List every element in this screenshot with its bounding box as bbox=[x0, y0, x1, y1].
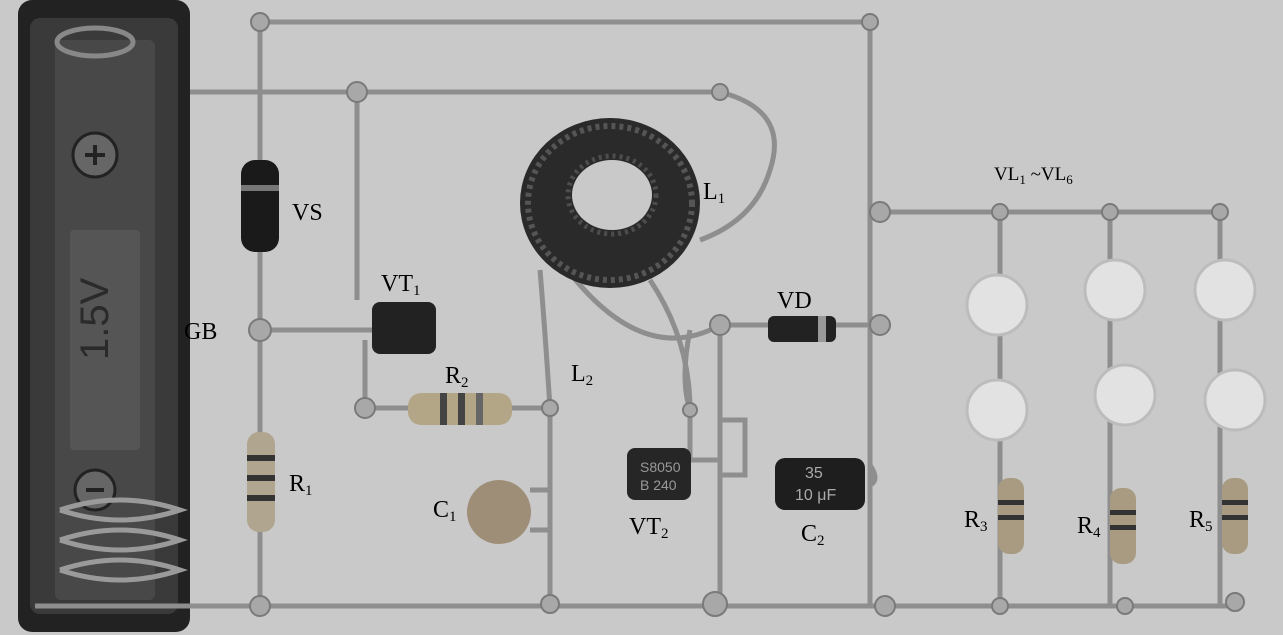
label-vs: VS bbox=[292, 200, 323, 226]
resistor-r1 bbox=[247, 432, 275, 532]
vt2-marking-1: S8050 bbox=[640, 459, 681, 475]
label-c1: C1 bbox=[433, 497, 457, 525]
vs-diode bbox=[241, 160, 279, 252]
capacitor-c2: 35 10 μF bbox=[775, 458, 865, 510]
resistors-r3-r5 bbox=[998, 478, 1248, 564]
label-r2: R2 bbox=[445, 363, 469, 391]
c2-marking-1: 35 bbox=[805, 465, 823, 482]
label-l2: L2 bbox=[571, 361, 594, 389]
label-r4: R4 bbox=[1077, 513, 1101, 541]
label-gb: GB bbox=[184, 319, 218, 345]
label-r3: R3 bbox=[964, 507, 988, 535]
transistor-vt1 bbox=[372, 302, 436, 354]
led-array bbox=[965, 258, 1267, 442]
resistor-r2 bbox=[408, 393, 512, 425]
label-r1: R1 bbox=[289, 471, 313, 499]
battery-marking: 1.5V bbox=[73, 277, 117, 360]
label-c2: C2 bbox=[801, 521, 825, 549]
battery-holder bbox=[18, 0, 190, 632]
label-led-range: VL1 ~VL6 bbox=[994, 164, 1073, 187]
toroid-inductor-l1 bbox=[520, 118, 700, 288]
c2-marking-2: 10 μF bbox=[795, 487, 836, 504]
label-vt2: VT2 bbox=[629, 514, 669, 542]
label-l1: L1 bbox=[703, 179, 726, 207]
capacitor-c1 bbox=[467, 480, 531, 544]
vt2-marking-2: B 240 bbox=[640, 477, 677, 493]
diode-vd bbox=[768, 316, 836, 342]
label-vt1: VT1 bbox=[381, 271, 421, 299]
label-vd: VD bbox=[777, 288, 812, 314]
solder-joints bbox=[248, 12, 1245, 617]
label-r5: R5 bbox=[1189, 507, 1213, 535]
transistor-vt2: S8050 B 240 bbox=[627, 448, 691, 500]
